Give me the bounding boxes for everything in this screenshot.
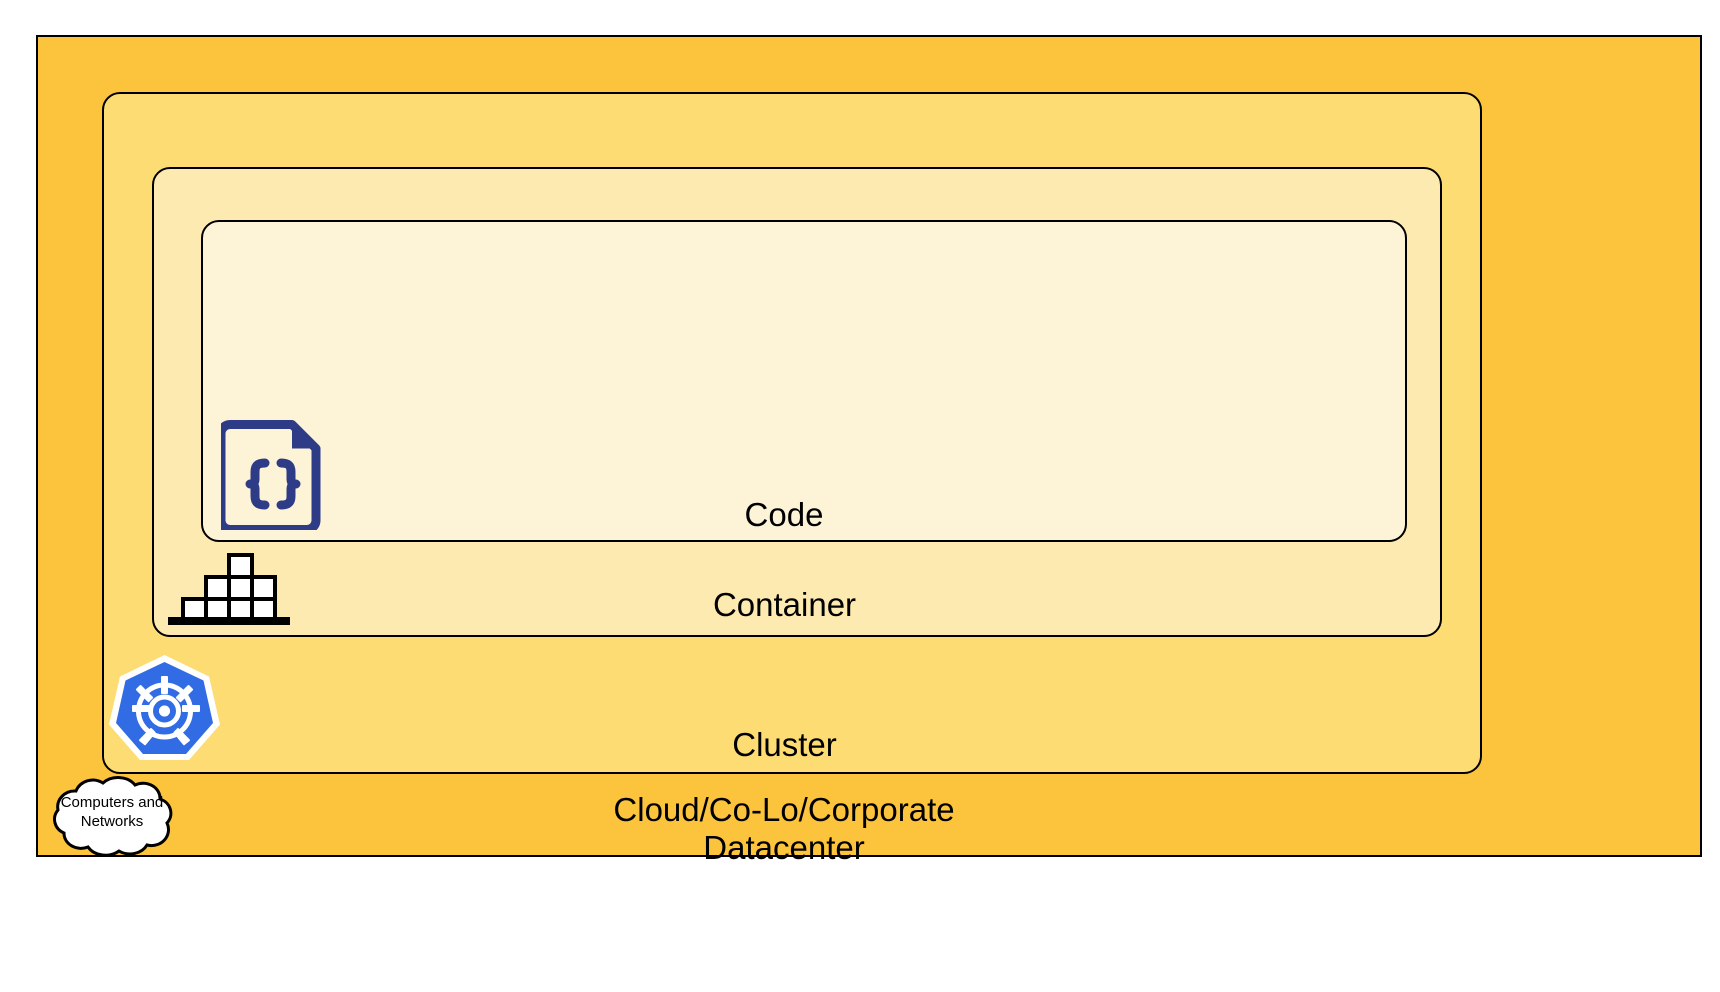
layer-label-code: Code: [744, 496, 824, 533]
layer-label-datacenter: Cloud/Co-Lo/Corporate Datacenter: [613, 791, 955, 866]
kubernetes-icon: [109, 655, 220, 760]
brick-stack-icon: [168, 553, 290, 625]
cloud-icon: [53, 776, 173, 857]
json-file-icon: [221, 420, 321, 530]
layer-box-code: [201, 220, 1407, 542]
layer-label-cluster: Cluster: [732, 726, 837, 763]
layer-label-container: Container: [712, 586, 857, 623]
